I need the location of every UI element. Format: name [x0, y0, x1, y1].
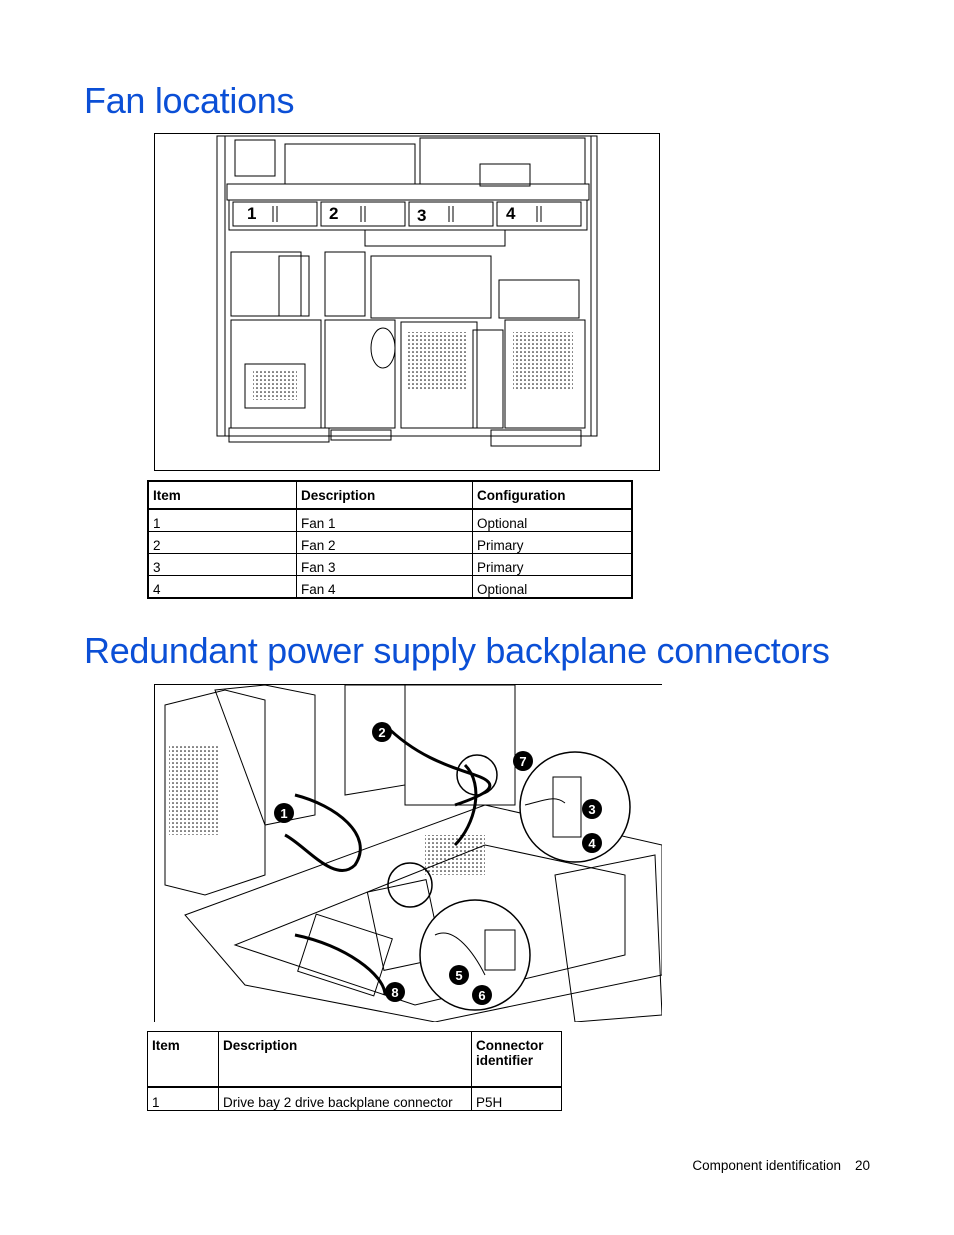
fan-callout-2: 2 — [329, 204, 338, 223]
section-title-fan-locations: Fan locations — [84, 80, 295, 121]
cell-connector-identifier: P5H — [471, 1086, 562, 1111]
col-header-item: Item — [147, 1031, 219, 1088]
table-row: 1 Drive bay 2 drive backplane connector … — [147, 1086, 562, 1111]
fan-table: Item Description Configuration 1 Fan 1 O… — [147, 480, 633, 599]
col-header-connector-identifier: Connector identifier — [471, 1031, 562, 1088]
connector-table: Item Description Connector identifier 1 … — [147, 1031, 562, 1111]
cell-description: Fan 1 — [296, 508, 473, 532]
cell-description: Fan 4 — [296, 575, 473, 599]
section-title-power-supply-connectors: Redundant power supply backplane connect… — [84, 630, 830, 671]
cell-item: 2 — [147, 531, 297, 554]
table-row: 1 Fan 1 Optional — [147, 508, 633, 532]
footer-section-name: Component identification — [692, 1158, 841, 1173]
page-footer: Component identification 20 — [692, 1158, 870, 1173]
cell-item: 4 — [147, 575, 297, 599]
table-header-row: Item Description Configuration — [147, 480, 633, 510]
cell-description: Drive bay 2 drive backplane connector — [218, 1086, 472, 1111]
connector-callout-8: 8 — [391, 985, 398, 1000]
table-row: 2 Fan 2 Primary — [147, 531, 633, 554]
cell-item: 1 — [147, 1086, 219, 1111]
col-header-description: Description — [296, 480, 473, 510]
fan-locations-diagram: 1 2 3 4 — [154, 133, 660, 471]
connector-callout-2: 2 — [378, 725, 385, 740]
cell-description: Fan 2 — [296, 531, 473, 554]
fan-callout-4: 4 — [506, 204, 516, 223]
fan-callout-1: 1 — [247, 204, 256, 223]
cell-configuration: Optional — [472, 508, 633, 532]
backplane-connectors-diagram: 1 2 3 4 5 6 7 8 — [154, 684, 662, 1022]
connector-callout-1: 1 — [280, 806, 287, 821]
cell-configuration: Optional — [472, 575, 633, 599]
col-header-description: Description — [218, 1031, 472, 1088]
cell-configuration: Primary — [472, 553, 633, 576]
connector-callout-6: 6 — [478, 988, 485, 1003]
cell-configuration: Primary — [472, 531, 633, 554]
cell-item: 1 — [147, 508, 297, 532]
col-header-item: Item — [147, 480, 297, 510]
table-header-row: Item Description Connector identifier — [147, 1031, 562, 1088]
table-row: 3 Fan 3 Primary — [147, 553, 633, 576]
connector-callout-3: 3 — [588, 802, 595, 817]
connector-callout-5: 5 — [455, 968, 462, 983]
fan-callout-3: 3 — [417, 206, 426, 225]
connector-callout-7: 7 — [519, 754, 526, 769]
cell-description: Fan 3 — [296, 553, 473, 576]
cell-item: 3 — [147, 553, 297, 576]
page-number: 20 — [854, 1158, 870, 1173]
table-row: 4 Fan 4 Optional — [147, 575, 633, 599]
col-header-configuration: Configuration — [472, 480, 633, 510]
connector-callout-4: 4 — [588, 836, 596, 851]
